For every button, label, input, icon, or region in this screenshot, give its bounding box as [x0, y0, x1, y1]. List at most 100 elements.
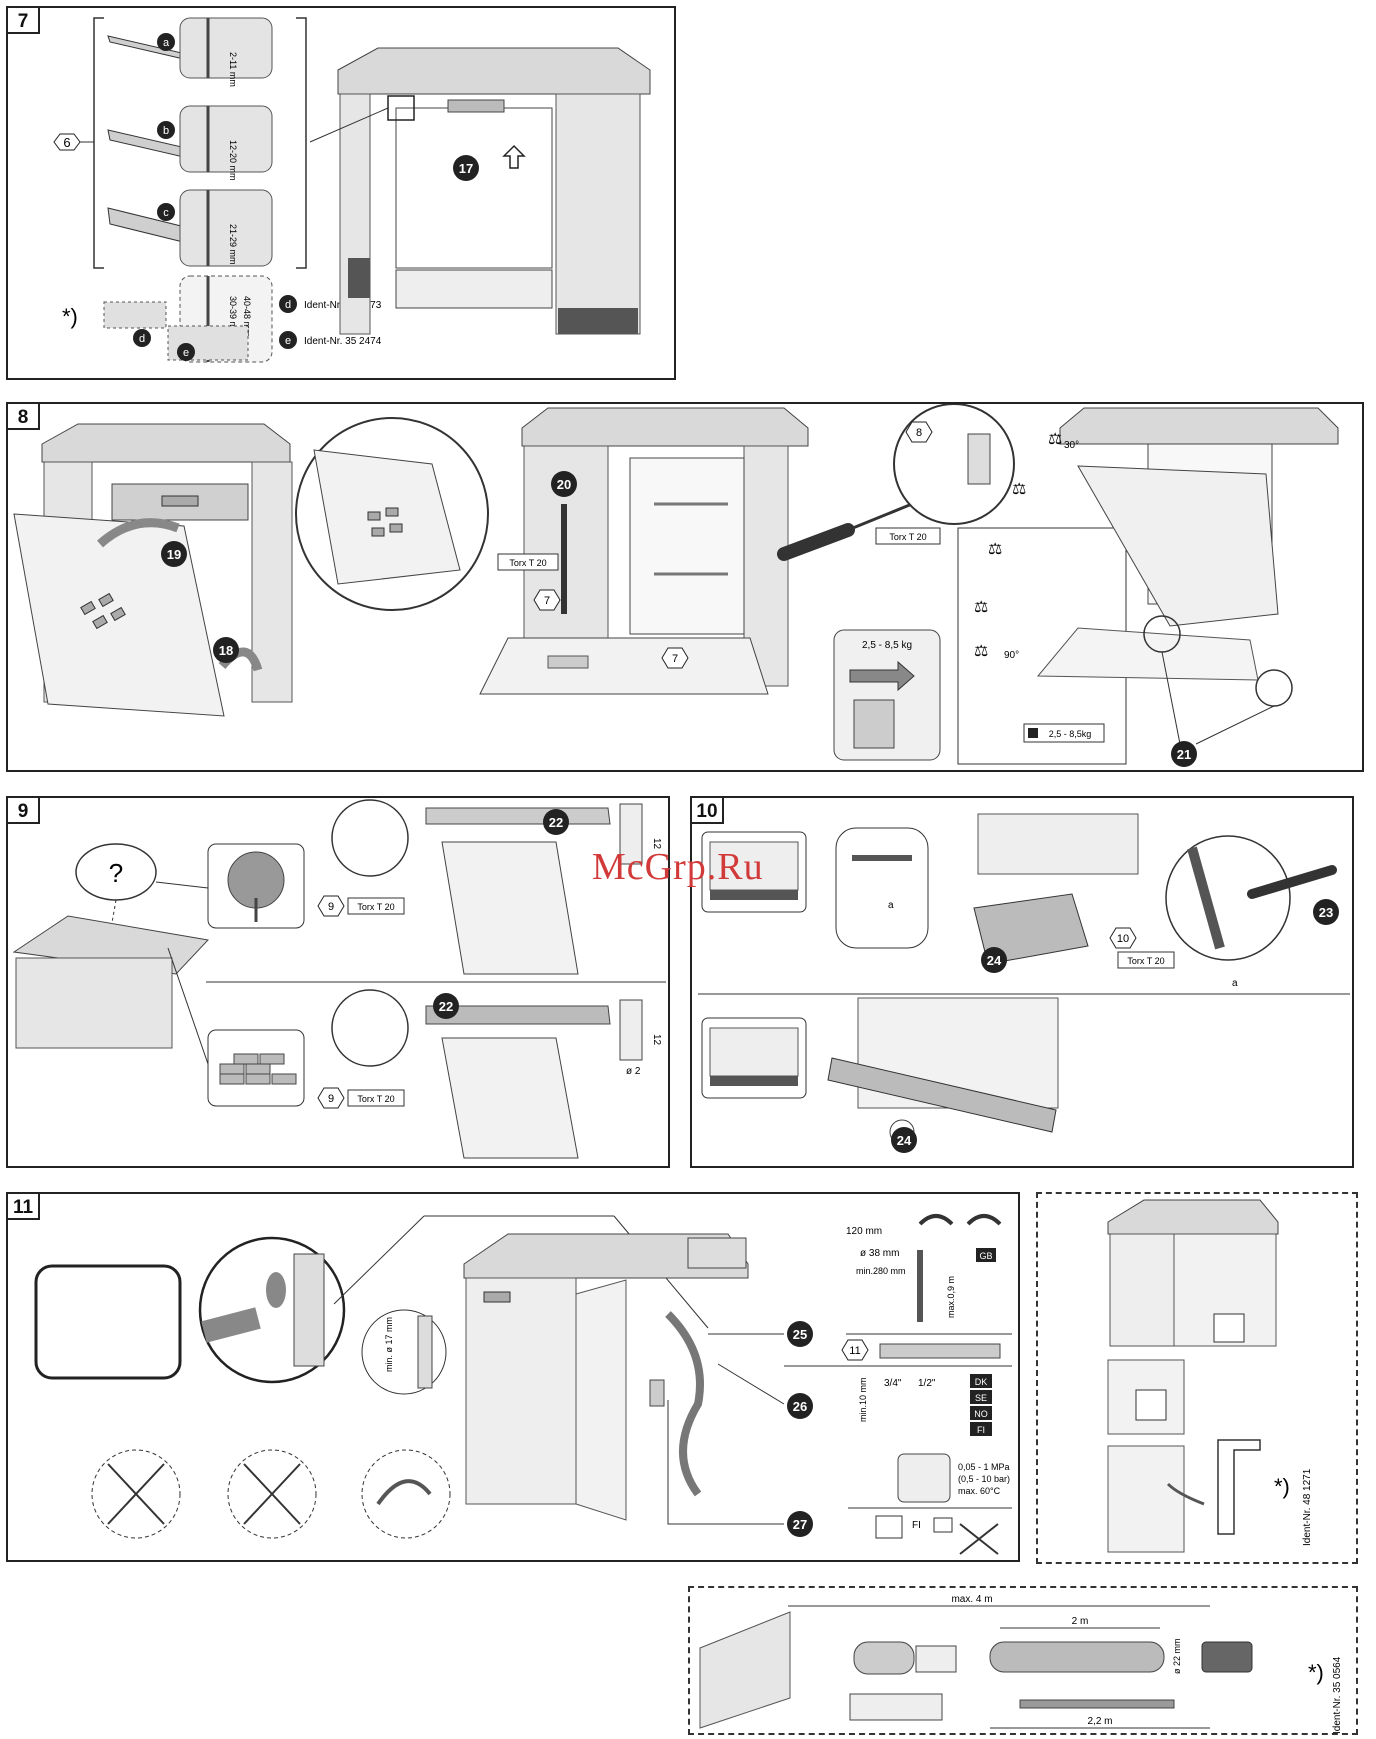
- svg-text:min.280 mm: min.280 mm: [856, 1266, 906, 1276]
- strip-a: a 2-11 mm: [107, 17, 273, 87]
- step-26: 26: [793, 1399, 807, 1414]
- step-19: 19: [167, 547, 181, 562]
- hose-panel: max. 4 m 2 m ø 22 mm 2,2 m *) Ident-Nr. …: [688, 1586, 1358, 1735]
- svg-text:⚖: ⚖: [988, 541, 1002, 558]
- svg-text:⚖: ⚖: [1048, 431, 1062, 448]
- svg-text:FI: FI: [977, 1425, 985, 1435]
- svg-text:0,05 - 1 MPa: 0,05 - 1 MPa: [958, 1462, 1010, 1472]
- panel-8-illustration: 19 18 20 Torx T 20 7 7 8: [13, 404, 1339, 767]
- svg-text:90°: 90°: [1004, 650, 1019, 661]
- svg-text:9: 9: [328, 901, 334, 913]
- svg-text:FI: FI: [912, 1520, 921, 1531]
- svg-text:a: a: [888, 900, 894, 911]
- svg-text:ø 38 mm: ø 38 mm: [860, 1248, 899, 1259]
- svg-text:30-39 mm: 30-39 mm: [228, 296, 238, 337]
- step-25: 25: [793, 1327, 807, 1342]
- svg-text:max.0,9 m: max.0,9 m: [946, 1276, 956, 1318]
- svg-text:Torx T 20: Torx T 20: [357, 1094, 394, 1104]
- weight-range-b: 2,5 - 8,5kg: [1049, 729, 1092, 739]
- svg-text:2-11 mm: 2-11 mm: [228, 52, 238, 87]
- panel-9: 9 ? 9 Torx T 20 9 Torx T 20: [6, 796, 670, 1168]
- svg-text:12-20 mm: 12-20 mm: [228, 140, 238, 181]
- panel-11: 11 min. ø 17 mm 25 26 27: [6, 1192, 1020, 1562]
- step-27: 27: [793, 1517, 807, 1532]
- footnote-marker: *): [62, 304, 78, 329]
- svg-text:120 mm: 120 mm: [846, 1226, 882, 1237]
- svg-text:d: d: [285, 299, 291, 311]
- panel-9-illustration: ? 9 Torx T 20 9 Torx T 20 22: [12, 799, 666, 1159]
- svg-text:40-48 mm: 40-48 mm: [242, 296, 252, 337]
- svg-text:⚖: ⚖: [974, 643, 988, 660]
- svg-text:⚖: ⚖: [974, 599, 988, 616]
- panel-7: 7 6 a 2-11 mm b 12-20 mm: [6, 6, 676, 380]
- hose-length-2m: 2 m: [1072, 1616, 1089, 1627]
- svg-text:12: 12: [651, 1034, 662, 1046]
- svg-text:c: c: [163, 207, 169, 219]
- svg-text:7: 7: [672, 653, 678, 665]
- panel-number: 7: [6, 6, 40, 34]
- hose-panel-illustration: max. 4 m 2 m ø 22 mm 2,2 m *) Ident-Nr. …: [699, 1594, 1343, 1734]
- panel-10-illustration: a 10 Torx T 20 24 23 a 24: [698, 813, 1350, 1153]
- side-panel: *) Ident-Nr. 48 1271: [1036, 1192, 1358, 1564]
- svg-text:3/4": 3/4": [884, 1378, 902, 1389]
- torx-label: Torx T 20: [889, 532, 926, 542]
- svg-text:30°: 30°: [1064, 440, 1079, 451]
- svg-text:9: 9: [328, 1093, 334, 1105]
- strip-b: b 12-20 mm: [107, 105, 273, 181]
- svg-text:10: 10: [1117, 933, 1129, 945]
- svg-text:21-29 mm: 21-29 mm: [228, 224, 238, 265]
- panel-number: 8: [6, 402, 40, 430]
- svg-text:d: d: [139, 333, 145, 345]
- svg-text:7: 7: [544, 595, 550, 607]
- svg-text:11: 11: [849, 1345, 860, 1357]
- svg-text:GB: GB: [979, 1251, 992, 1261]
- strip-c: c 21-29 mm: [107, 189, 273, 267]
- hose-footnote: *): [1308, 1660, 1324, 1685]
- hose-diameter: ø 22 mm: [1172, 1638, 1182, 1674]
- step-24-b: 24: [897, 1133, 912, 1148]
- panel-number: 11: [6, 1192, 40, 1220]
- svg-text:NO: NO: [974, 1409, 988, 1419]
- side-footnote: *): [1274, 1474, 1290, 1499]
- weight-range: 2,5 - 8,5 kg: [862, 640, 912, 651]
- panel-number: 9: [6, 796, 40, 824]
- group-label: 6: [63, 135, 70, 150]
- svg-text:⚖: ⚖: [1012, 481, 1026, 498]
- step-23: 23: [1319, 905, 1333, 920]
- svg-text:(0,5 - 10 bar): (0,5 - 10 bar): [958, 1474, 1010, 1484]
- side-ident: Ident-Nr. 48 1271: [1302, 1468, 1313, 1546]
- svg-text:min.10 mm: min.10 mm: [858, 1377, 868, 1422]
- hose-max-length: max. 4 m: [951, 1594, 992, 1605]
- svg-text:12: 12: [651, 838, 662, 850]
- step-22: 22: [549, 815, 563, 830]
- panel-8: 8 19 18 20: [6, 402, 1364, 772]
- svg-text:Torx T 20: Torx T 20: [357, 902, 394, 912]
- step-18: 18: [219, 643, 233, 658]
- svg-text:Torx T 20: Torx T 20: [1127, 956, 1164, 966]
- svg-text:e: e: [183, 347, 189, 359]
- ident-e: Ident-Nr. 35 2474: [304, 336, 382, 347]
- panel-number: 10: [690, 796, 724, 824]
- svg-text:e: e: [285, 335, 291, 347]
- svg-text:DK: DK: [975, 1377, 988, 1387]
- svg-text:ø 2: ø 2: [626, 1066, 641, 1077]
- panel-11-illustration: min. ø 17 mm 25 26 27 120 mm ø 38 mm mi: [34, 1214, 1012, 1555]
- watermark: McGrp.Ru: [592, 846, 764, 888]
- side-panel-illustration: *) Ident-Nr. 48 1271: [1107, 1199, 1313, 1553]
- svg-text:1/2": 1/2": [918, 1378, 936, 1389]
- torx-label: Torx T 20: [509, 558, 546, 568]
- hose-ident: Ident-Nr. 35 0564: [1332, 1656, 1343, 1734]
- svg-text:8: 8: [916, 427, 922, 439]
- panel-10: 10 a 10 Torx T 20 24 23 a 24: [690, 796, 1354, 1168]
- step-17: 17: [459, 161, 473, 176]
- svg-text:SE: SE: [975, 1393, 987, 1403]
- step-20: 20: [557, 477, 571, 492]
- step-21: 21: [1177, 747, 1191, 762]
- step-22-b: 22: [439, 999, 453, 1014]
- svg-text:max. 60°C: max. 60°C: [958, 1486, 1001, 1496]
- step-24: 24: [987, 953, 1002, 968]
- svg-text:b: b: [163, 125, 169, 137]
- question-mark: ?: [109, 858, 123, 888]
- svg-text:a: a: [163, 37, 170, 49]
- svg-text:a: a: [1232, 978, 1238, 989]
